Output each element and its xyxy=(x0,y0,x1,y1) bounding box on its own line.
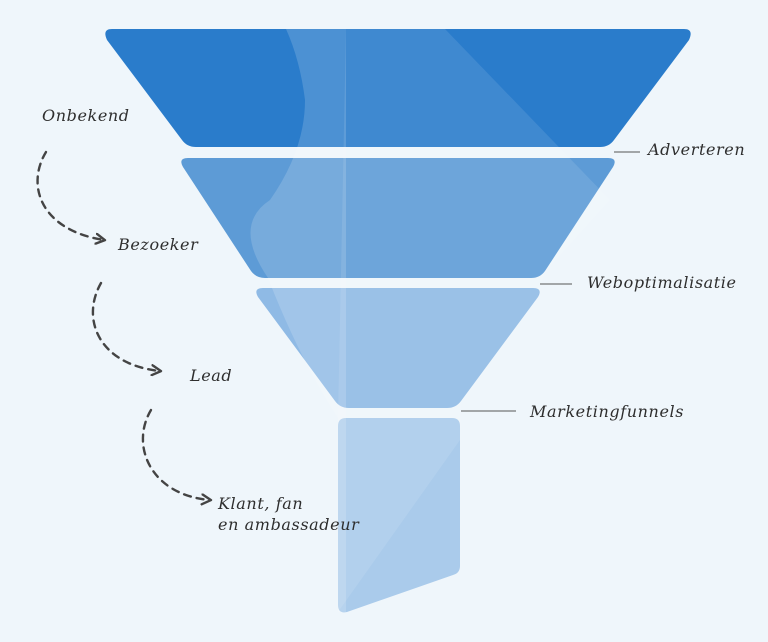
funnel-tier-1 xyxy=(105,29,691,147)
funnel-tier-3 xyxy=(256,288,540,408)
stage-label-klant: Klant, fan en ambassadeur xyxy=(218,494,360,534)
stage-label-onbekend: Onbekend xyxy=(42,106,130,125)
dashed-curved-arrow-icon xyxy=(36,150,104,240)
funnel-sheen-left xyxy=(250,29,346,612)
dashed-curved-arrow-icon xyxy=(91,281,160,371)
channel-label-weboptimalisatie: Weboptimalisatie xyxy=(587,273,737,292)
stage-label-lead: Lead xyxy=(190,366,233,385)
stage-label-bezoeker: Bezoeker xyxy=(118,235,199,254)
dashed-curved-arrow-icon xyxy=(141,408,210,500)
channel-label-marketingfunnels: Marketingfunnels xyxy=(530,402,685,421)
funnel-tier-4 xyxy=(338,418,460,613)
funnel-sheen-diagonal xyxy=(338,29,610,612)
funnel-tier-2 xyxy=(181,158,615,278)
channel-label-adverteren: Adverteren xyxy=(648,140,746,159)
